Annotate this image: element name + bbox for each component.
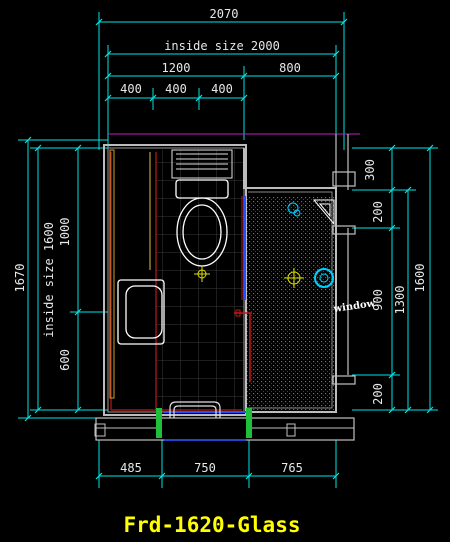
dim-bottom-765: 765: [281, 461, 303, 475]
dim-left-overall: 1670: [13, 264, 27, 293]
dim-bottom-750: 750: [194, 461, 216, 475]
dim-inside-width: inside size 2000: [164, 39, 280, 53]
dim-seg-1: 400: [120, 82, 142, 96]
dim-right-200-a: 200: [371, 201, 385, 223]
dim-right-300: 300: [363, 159, 377, 181]
dim-seg-2: 400: [165, 82, 187, 96]
dim-overall-width: 2070: [210, 7, 239, 21]
window-label: window: [332, 298, 376, 315]
dim-left-1200: 1200: [162, 61, 191, 75]
room: [94, 133, 360, 441]
washbasin: [117, 279, 165, 345]
door-handle: [169, 401, 221, 418]
dim-seg-3: 400: [211, 82, 233, 96]
corner-shelf: [287, 199, 335, 226]
dim-left-1000: 1000: [58, 218, 72, 247]
toilet-center-mark: [194, 266, 210, 282]
dim-right-900: 900: [371, 289, 385, 311]
dim-left-600: 600: [58, 349, 72, 371]
dim-bottom-485: 485: [120, 461, 142, 475]
dimension-ticks: [24, 18, 434, 480]
dim-right-800: 800: [279, 61, 301, 75]
drawing-title: Frd-1620-Glass: [123, 513, 300, 537]
dim-left-inside: inside size 1600: [42, 222, 56, 338]
dimension-lines: [18, 12, 438, 488]
dim-right-200-b: 200: [371, 383, 385, 405]
shower-drain: [284, 268, 334, 288]
dim-right-1300: 1300: [393, 286, 407, 315]
towel-rack: [171, 149, 233, 179]
dim-right-1600: 1600: [413, 264, 427, 293]
